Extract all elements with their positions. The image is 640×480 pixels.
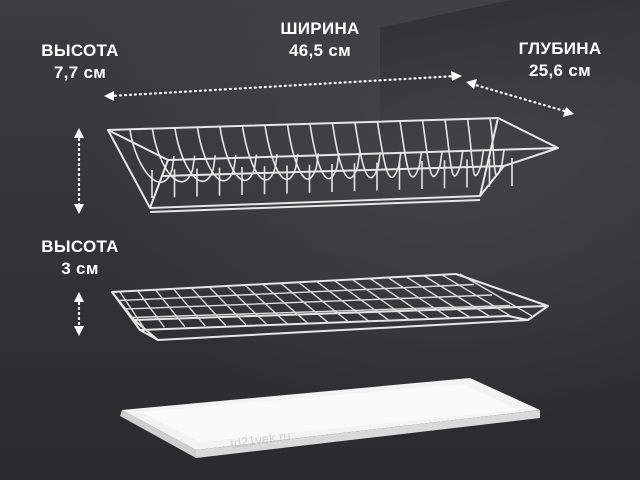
rack-grid-wire [173, 288, 206, 327]
rack-divider-wire [196, 127, 237, 182]
height-top-title: ВЫСОТА [41, 41, 119, 60]
width-title: ШИРИНА [280, 19, 360, 38]
depth-title: ГЛУБИНА [518, 39, 602, 58]
rack-grid-wire [208, 286, 247, 326]
rack-divider-wire [399, 120, 423, 178]
height-top-dimension-arrow [74, 128, 84, 214]
rack-grid-wire [155, 289, 186, 328]
height-top-value: 7,7 см [53, 63, 107, 82]
rack-divider-wire [264, 125, 299, 181]
rack-grid-wire [118, 283, 475, 302]
rack-divider-wire [309, 123, 340, 180]
depth-dimension-arrow [466, 79, 574, 117]
rack-divider-wire [286, 124, 320, 180]
width-value: 46,5 см [289, 41, 351, 60]
rack-divider-wire [376, 121, 402, 179]
rack-divider-wire [421, 120, 443, 178]
drip-tray [120, 378, 540, 458]
rack-divider-wire [331, 123, 361, 179]
rack-grid-wire [459, 273, 533, 317]
rack-grid-wire [191, 287, 227, 326]
dish-rack-bottom [111, 273, 549, 341]
dish-rack-top-dividers [129, 117, 513, 198]
rack-grid-wire [132, 304, 511, 319]
rack-divider-wire [241, 126, 278, 181]
rack-divider-wire [489, 117, 505, 176]
height-mid-dimension-arrow [74, 292, 84, 336]
rack-grid-wire [244, 284, 288, 325]
rack-divider-wire [444, 119, 464, 177]
rack-divider-wire [151, 129, 196, 183]
height-top-label: ВЫСОТА 7,7 см [30, 40, 130, 84]
rack-grid-wire [226, 285, 268, 325]
rack-divider-wire [466, 118, 485, 177]
width-dimension-arrow [104, 71, 462, 101]
height-mid-label: ВЫСОТА 3 см [30, 236, 130, 280]
dish-rack-bottom-grid [118, 273, 533, 329]
height-mid-title: ВЫСОТА [41, 237, 119, 256]
rack-grid-wire [125, 294, 493, 310]
rack-grid-wire [119, 291, 145, 329]
height-mid-value: 3 см [61, 259, 99, 278]
depth-value: 25,6 см [529, 61, 591, 80]
rack-divider-wire [174, 128, 217, 183]
rack-divider-wire [219, 126, 258, 182]
rack-grid-wire [137, 290, 165, 328]
rack-grid-wire [280, 282, 329, 323]
depth-label: ГЛУБИНА 25,6 см [500, 38, 620, 82]
width-label: ШИРИНА 46,5 см [260, 18, 380, 62]
rack-grid-wire [262, 283, 308, 324]
